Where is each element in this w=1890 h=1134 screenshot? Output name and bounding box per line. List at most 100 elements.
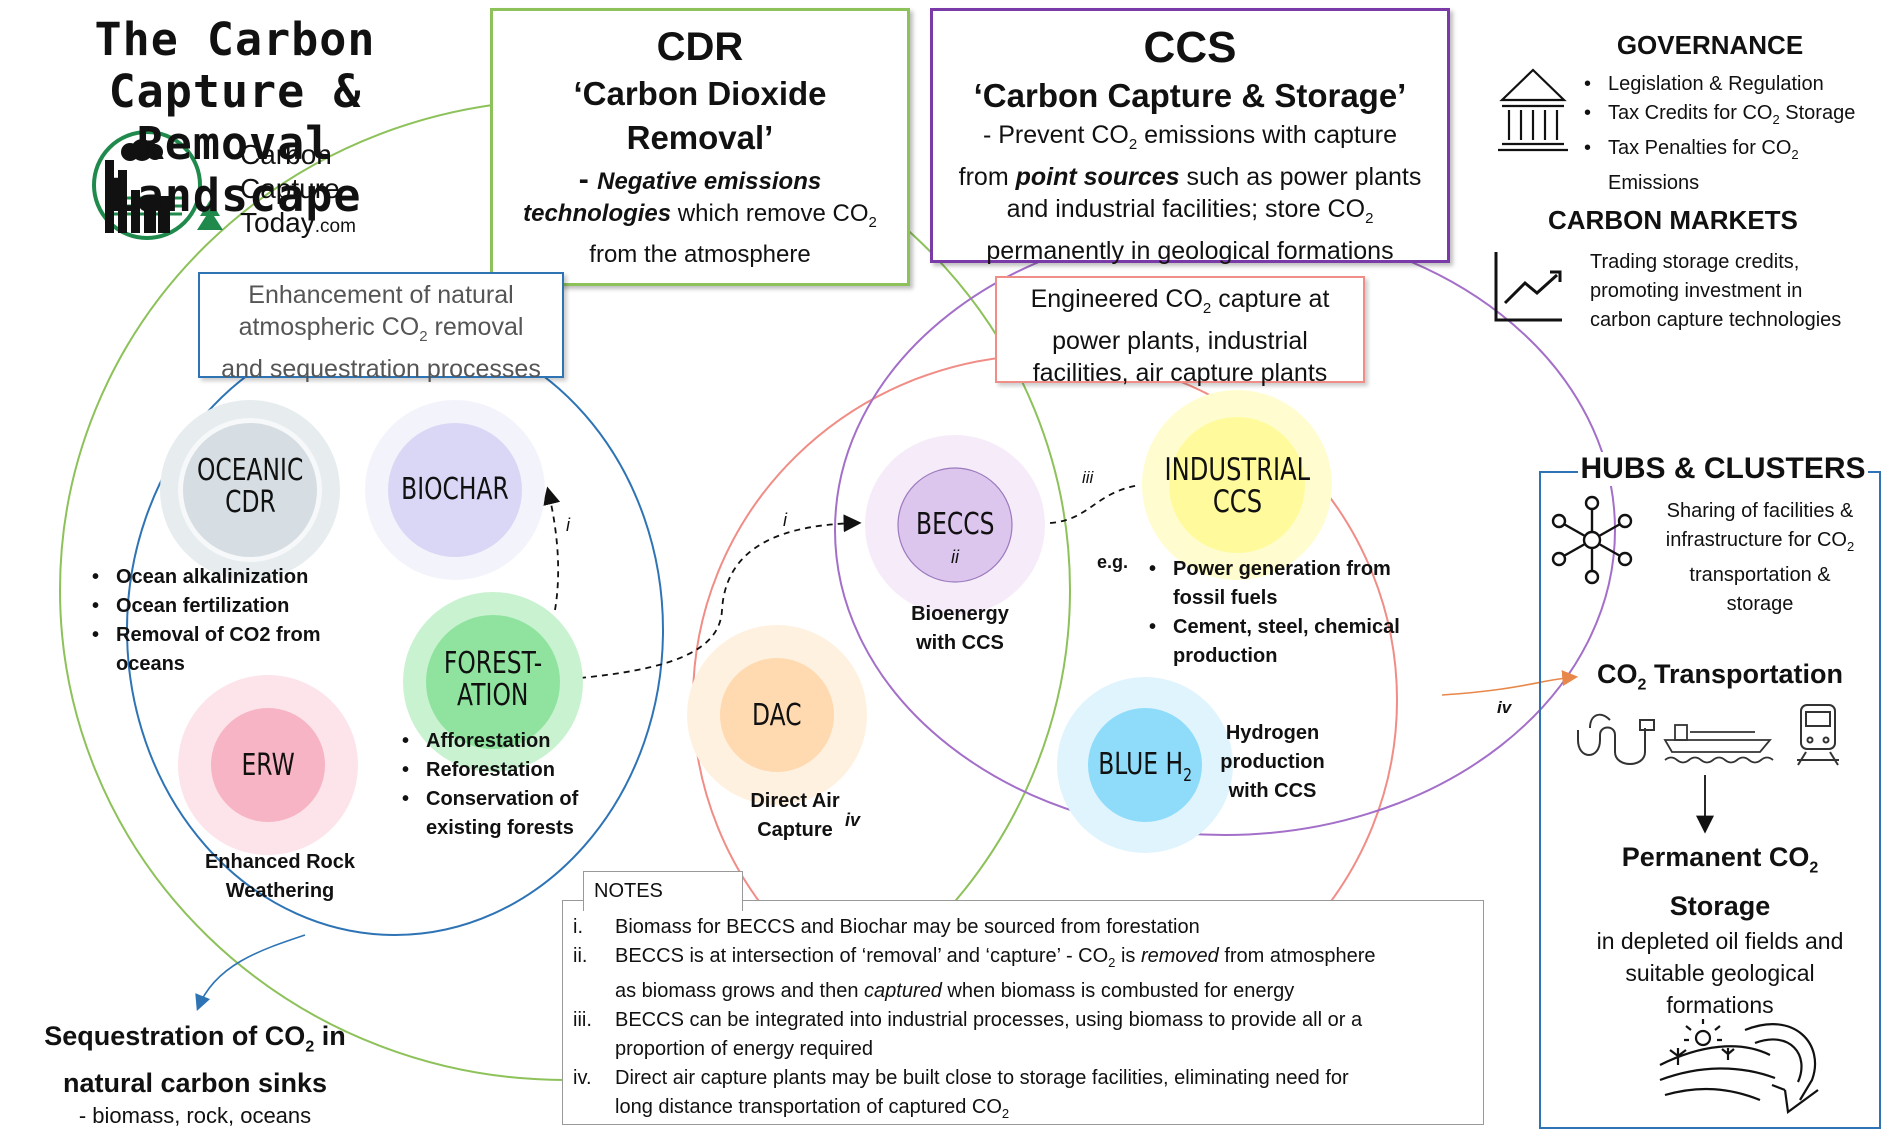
industrial-item-2: Cement, steel, chemical production [1145, 613, 1428, 671]
note-2-a: BECCS is at intersection of ‘removal’ an… [615, 945, 1109, 967]
erw-label-text: ERW [241, 748, 295, 783]
marker-iii: iii [1082, 468, 1094, 487]
forestation-item-1: Afforestation [398, 727, 608, 756]
industrial-eg: e.g. [1097, 552, 1129, 572]
oceanic-item-3: Removal of CO2 from oceans [88, 621, 326, 679]
engineered-line-1-sub: 2 [1202, 300, 1212, 317]
engineered-line-1a: Engineered CO [1030, 285, 1203, 313]
erw-caption-1: Enhanced Rock [204, 851, 356, 873]
notes-list: i. Biomass for BECCS and Biochar may be s… [573, 913, 1473, 1128]
logo-line-2: Capture [240, 173, 340, 204]
markets-line-3: carbon capture technologies [1590, 309, 1842, 331]
note-2: ii. BECCS is at intersection of ‘removal’… [573, 942, 1473, 1006]
sequestration-sub: 2 [305, 1038, 315, 1056]
note-2-num: ii. [573, 945, 588, 967]
note-4: iv.Direct air capture plants may be buil… [573, 1064, 1473, 1128]
blueh2-caption-2: production [1220, 751, 1325, 773]
note-4-sub: 2 [1001, 1106, 1010, 1121]
industrial-label: INDUSTRIAL CCS [1137, 454, 1337, 518]
notes-tab: NOTES [583, 871, 743, 911]
biochar-circle [365, 400, 545, 580]
hubs-line-2-sub: 2 [1846, 539, 1855, 554]
industrial-label-1: INDUSTRIAL [1164, 452, 1310, 488]
note-3-a: BECCS can be integrated into industrial … [615, 1009, 1363, 1031]
sequestration-block: Sequestration of CO2 in natural carbon s… [20, 1018, 370, 1131]
note-3-num: iii. [573, 1009, 592, 1031]
title-line-2: Removal Landscape [108, 117, 362, 222]
hubs-line-2: infrastructure for CO [1665, 529, 1847, 551]
forestation-label-2: ATION [457, 678, 529, 713]
governance-list: Legislation & Regulation Tax Credits for… [1580, 70, 1890, 198]
cdr-heading: CDR [656, 25, 744, 69]
markets-text: Trading storage credits, promoting inves… [1590, 248, 1841, 335]
industrial-list: Power generation from fossil fuels Cemen… [1145, 555, 1435, 671]
governance-item-2-sub: 2 [1772, 112, 1780, 127]
marker-iv-transport: iv [1497, 698, 1512, 717]
erw-circle [178, 675, 358, 855]
oceanic-item-1: Ocean alkalinization [88, 563, 388, 592]
storage-landscape-icon [1659, 1019, 1819, 1114]
marker-iv-dac: iv [845, 810, 861, 830]
beccs-caption-1: Bioenergy [911, 603, 1009, 625]
ccs-line-3-sub: 2 [1365, 210, 1374, 227]
governance-item-2-suffix: Storage [1779, 102, 1856, 124]
notes-panel: NOTES i. Biomass for BECCS and Biochar ma… [562, 871, 1484, 1128]
transport-heading: CO2 Transportation [1560, 659, 1880, 694]
storage-line-1-sub: 2 [1809, 859, 1819, 877]
dac-caption-2: Capture [757, 819, 833, 841]
beccs-label-text: BECCS [915, 507, 995, 542]
dac-circle [687, 625, 867, 805]
governance-item-2-text: Tax Credits for CO [1608, 102, 1773, 124]
hubs-heading: HUBS & CLUSTERS [1578, 452, 1868, 486]
oceanic-item-2: Ocean fertilization [88, 592, 388, 621]
note-2-e: as biomass grows and then [615, 980, 865, 1002]
blueh2-label-text: BLUE H [1098, 747, 1183, 782]
train-icon [1797, 704, 1839, 766]
erw-label: ERW [188, 748, 348, 783]
engineered-capture-box: Engineered CO2 capture at power plants, … [995, 276, 1365, 387]
factory-logo-icon [92, 130, 223, 240]
beccs-label: BECCS [875, 507, 1035, 542]
oceanic-label-2: CDR [224, 485, 276, 520]
natural-line-1: Enhancement of natural [248, 281, 514, 309]
storage-line-1: Permanent CO [1621, 842, 1810, 872]
industrial-item-1: Power generation from fossil fuels [1145, 555, 1423, 613]
storage-block: Permanent CO2 Storage in depleted oil fi… [1560, 838, 1880, 1021]
industrial-circle [1142, 390, 1332, 580]
ccs-line-1: - Prevent CO [982, 121, 1129, 149]
note-1-num: i. [573, 916, 583, 938]
ccs-line-3: and industrial facilities; store CO [1006, 195, 1366, 223]
engineered-line-3: facilities, air capture plants [1032, 359, 1328, 387]
forestation-label: FOREST- ATION [413, 648, 573, 712]
storage-line-5: formations [1666, 992, 1774, 1019]
cdr-subtitle-2: Removal’ [626, 119, 774, 156]
ccs-line-1b: emissions with capture [1137, 121, 1398, 149]
transport-heading-b: Transportation [1646, 659, 1843, 689]
governance-item-3-cont: Emissions [1608, 172, 1700, 194]
beccs-caption: Bioenergy with CCS [885, 600, 1035, 658]
dac-label-text: DAC [752, 698, 802, 733]
blueh2-circle [1057, 677, 1233, 853]
beccs-circle [865, 435, 1045, 615]
ccs-subtitle: ‘Carbon Capture & Storage’ [973, 77, 1407, 114]
note-4-num: iv. [573, 1067, 592, 1089]
note-1-text: Biomass for BECCS and Biochar may be sou… [615, 916, 1200, 938]
markets-line-1: Trading storage credits, [1590, 251, 1800, 273]
governance-heading: GOVERNANCE [1616, 30, 1804, 60]
oceanic-list: Ocean alkalinization Ocean fertilization… [88, 563, 388, 679]
engineered-line-2: power plants, industrial [1052, 327, 1308, 355]
network-hub-icon [1551, 495, 1633, 585]
sequestration-arrow [195, 934, 306, 1011]
oceanic-circle [160, 400, 340, 580]
forestation-list: Afforestation Reforestation Conservation… [398, 727, 608, 843]
ccs-line-2c: such as power plants [1179, 163, 1422, 191]
hubs-text: Sharing of facilities & infrastructure f… [1640, 497, 1880, 619]
title-line-1: The Carbon Capture & [94, 13, 376, 118]
ccs-line-1-sub: 2 [1128, 136, 1138, 153]
marker-i-biochar: i [566, 515, 570, 535]
ship-icon [1663, 724, 1774, 764]
natural-process-box: Enhancement of natural atmospheric CO2 r… [198, 272, 564, 383]
blueh2-label: BLUE H2 [1065, 747, 1225, 786]
cdr-desc-dash: - [578, 163, 598, 196]
